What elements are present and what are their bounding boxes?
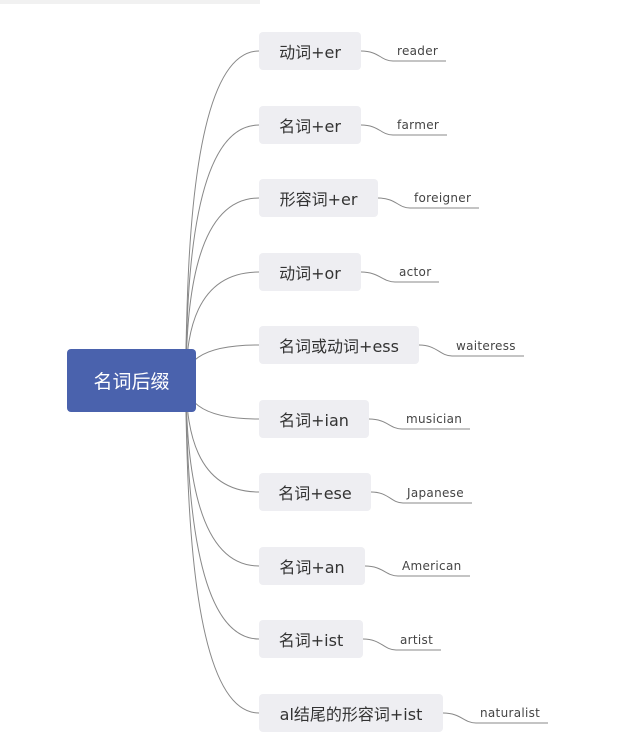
rule-node[interactable]: 名词+an [259,547,365,585]
root-connector [183,124,260,381]
example-label: reader [397,44,439,58]
example-label: American [402,559,462,573]
rule-node[interactable]: 名词+er [259,106,361,144]
rule-label: 形容词+er [279,190,358,209]
root-connector [183,380,260,714]
example-underline [362,638,441,651]
example-label: foreigner [414,191,472,205]
rule-label: 名词+ist [278,631,344,650]
rule-label: 动词+er [279,43,341,62]
example-label: actor [399,265,432,279]
cropped-header-strip [0,0,260,4]
rule-node[interactable]: 动词+er [259,32,361,70]
example-underline [370,491,472,504]
rule-node[interactable]: 动词+or [259,253,361,291]
rule-label: 动词+or [279,264,341,283]
example-label: artist [400,633,434,647]
example-underline [418,344,524,357]
example-underline [368,418,470,430]
root-label: 名词后缀 [93,371,170,393]
example-underline [377,197,479,209]
rule-node[interactable]: 名词+ese [259,473,371,511]
root-connector [183,380,260,640]
rule-label: 名词或动词+ess [279,337,399,356]
rule-node[interactable]: 名词+ist [259,620,363,658]
rule-label: al结尾的形容词+ist [279,705,423,724]
example-underline [360,50,446,62]
example-label: waiteress [456,339,516,353]
example-label: farmer [397,118,440,132]
example-underline [360,271,439,283]
rule-node[interactable]: 名词或动词+ess [259,326,419,364]
rule-label: 名词+an [279,558,345,577]
example-label: Japanese [407,486,464,500]
root-node[interactable]: 名词后缀 [67,349,196,412]
rule-label: 名词+ian [279,411,349,430]
rule-node[interactable]: 名词+ian [259,400,369,438]
example-underline [364,565,470,577]
rule-label: 名词+ese [278,484,352,503]
rule-node[interactable]: 形容词+er [259,179,378,217]
rule-label: 名词+er [279,117,341,136]
example-label: musician [406,412,463,426]
root-connector [183,50,260,381]
example-underline [360,124,447,136]
rule-node[interactable]: al结尾的形容词+ist [259,694,443,732]
example-label: naturalist [480,706,541,720]
example-underline [442,712,548,724]
